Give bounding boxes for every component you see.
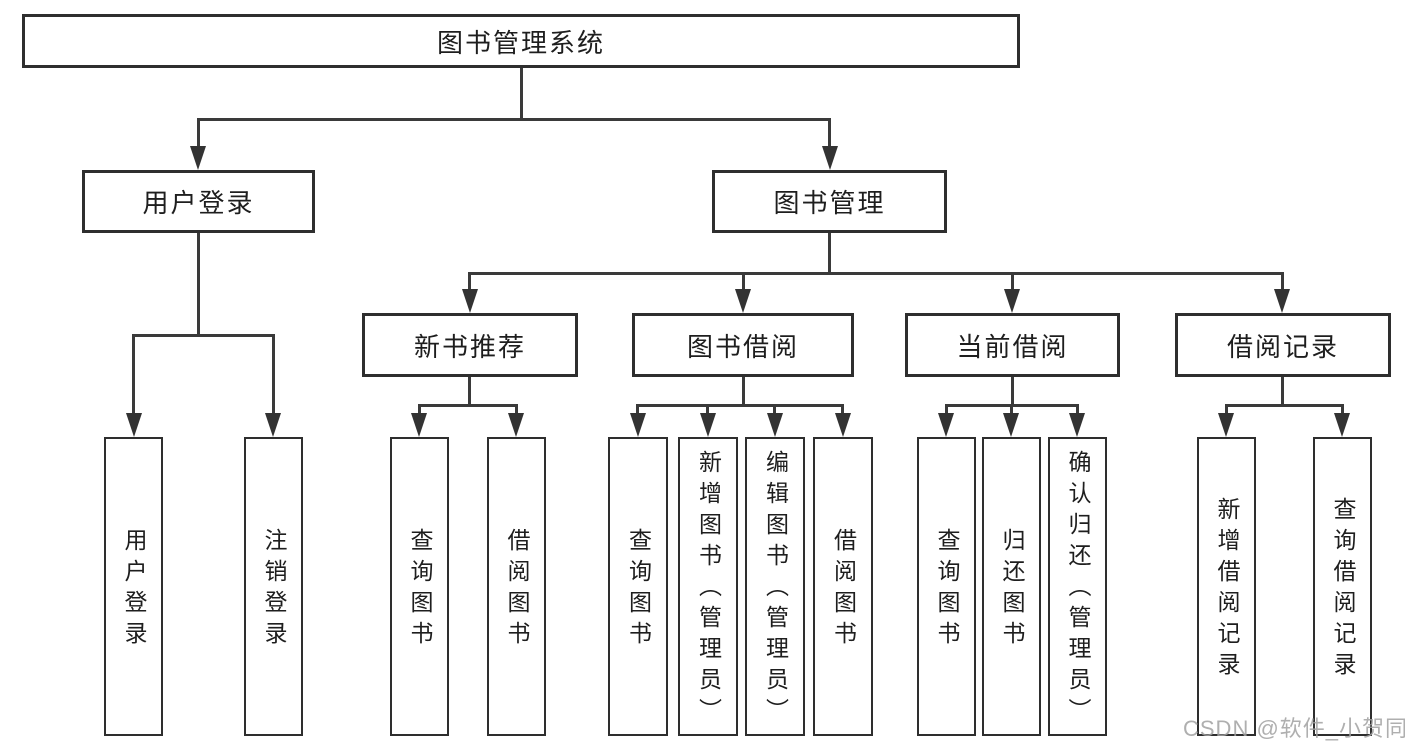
connector-line [742, 272, 745, 292]
arrowhead-down [126, 413, 142, 437]
connector-line [1011, 272, 1014, 292]
connector-line [468, 272, 471, 292]
connector-line [132, 334, 275, 337]
connector-line [197, 118, 831, 121]
connector-line [742, 377, 745, 407]
leaf-recommend-borrow-book: 借阅图书 [487, 437, 546, 736]
connector-line [706, 404, 709, 417]
arrowhead-down [1004, 289, 1020, 313]
connector-line [636, 404, 639, 417]
arrowhead-down [1218, 413, 1234, 437]
arrowhead-down [508, 413, 524, 437]
connector-line [1341, 404, 1344, 417]
connector-line [132, 334, 135, 416]
connector-line [773, 404, 776, 417]
node-book-borrow: 图书借阅 [632, 313, 854, 377]
arrowhead-down [462, 289, 478, 313]
leaf-borrow-add-book-admin: 新增图书（管理员） [678, 437, 738, 736]
node-book-management: 图书管理 [712, 170, 947, 233]
arrowhead-down [1334, 413, 1350, 437]
leaf-borrow-borrow-book: 借阅图书 [813, 437, 873, 736]
leaf-records-add-record: 新增借阅记录 [1197, 437, 1256, 736]
node-current-borrow: 当前借阅 [905, 313, 1120, 377]
arrowhead-down [1069, 413, 1085, 437]
arrowhead-down [735, 289, 751, 313]
arrowhead-down [1003, 413, 1019, 437]
connector-line [197, 233, 200, 337]
leaf-borrow-query-book: 查询图书 [608, 437, 668, 736]
connector-line [828, 118, 831, 148]
leaf-recommend-query-book: 查询图书 [390, 437, 449, 736]
node-user-login: 用户登录 [82, 170, 315, 233]
connector-line [828, 233, 831, 274]
arrowhead-down [835, 413, 851, 437]
connector-line [1010, 404, 1013, 417]
node-root: 图书管理系统 [22, 14, 1020, 68]
connector-line [520, 68, 523, 121]
leaf-current-return-book: 归还图书 [982, 437, 1041, 736]
connector-line [1281, 377, 1284, 407]
connector-line [636, 404, 844, 407]
connector-line [841, 404, 844, 417]
arrowhead-down [767, 413, 783, 437]
connector-line [1011, 377, 1014, 407]
arrowhead-down [700, 413, 716, 437]
connector-line [515, 404, 518, 417]
connector-line [468, 377, 471, 407]
node-borrow-records: 借阅记录 [1175, 313, 1391, 377]
connector-line [418, 404, 421, 417]
connector-line [1076, 404, 1079, 417]
connector-line [1225, 404, 1344, 407]
connector-line [272, 334, 275, 416]
arrowhead-down [265, 413, 281, 437]
leaf-logout: 注销登录 [244, 437, 303, 736]
connector-line [468, 272, 1284, 275]
connector-line [945, 404, 948, 417]
arrowhead-down [1274, 289, 1290, 313]
arrowhead-down [822, 146, 838, 170]
connector-line [197, 118, 200, 148]
arrowhead-down [938, 413, 954, 437]
leaf-current-query-book: 查询图书 [917, 437, 976, 736]
leaf-records-query-record: 查询借阅记录 [1313, 437, 1372, 736]
arrowhead-down [190, 146, 206, 170]
arrowhead-down [630, 413, 646, 437]
leaf-user-login: 用户登录 [104, 437, 163, 736]
leaf-borrow-edit-book-admin: 编辑图书（管理员） [745, 437, 805, 736]
watermark: CSDN @软件_小贺同学 [1183, 716, 1405, 741]
connector-line [1281, 272, 1284, 292]
arrowhead-down [411, 413, 427, 437]
connector-line [418, 404, 518, 407]
node-new-book-recommend: 新书推荐 [362, 313, 578, 377]
connector-line [1225, 404, 1228, 417]
leaf-current-confirm-return-admin: 确认归还（管理员） [1048, 437, 1107, 736]
